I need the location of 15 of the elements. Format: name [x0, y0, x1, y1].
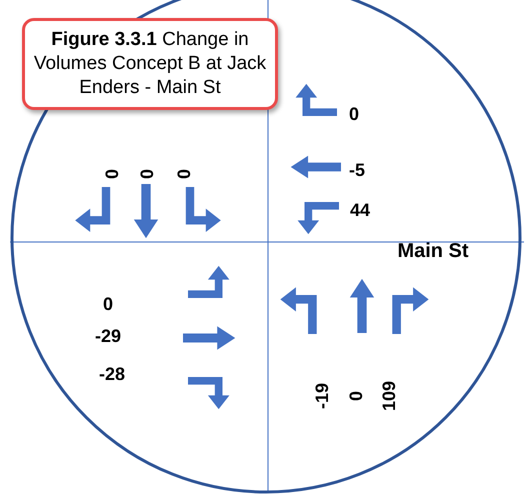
volume-label: 109 [380, 380, 398, 412]
volume-label: 0 [103, 169, 121, 179]
volume-label: -28 [99, 365, 125, 383]
volume-label: 0 [349, 105, 359, 123]
volume-label: -5 [349, 161, 365, 179]
title-box [22, 18, 278, 110]
street-name: Main St [397, 241, 469, 261]
volume-label: 0 [347, 391, 365, 401]
volume-label: -29 [95, 327, 121, 345]
volume-label: 0 [138, 169, 156, 179]
volume-label: 0 [103, 295, 113, 313]
volume-label: -19 [313, 383, 331, 409]
volume-label: 0 [175, 169, 193, 179]
figure-title: Figure 3.3.1 Change in Volumes Concept B at Jack Enders - Main St [33, 28, 267, 100]
volume-label: 44 [350, 201, 370, 219]
